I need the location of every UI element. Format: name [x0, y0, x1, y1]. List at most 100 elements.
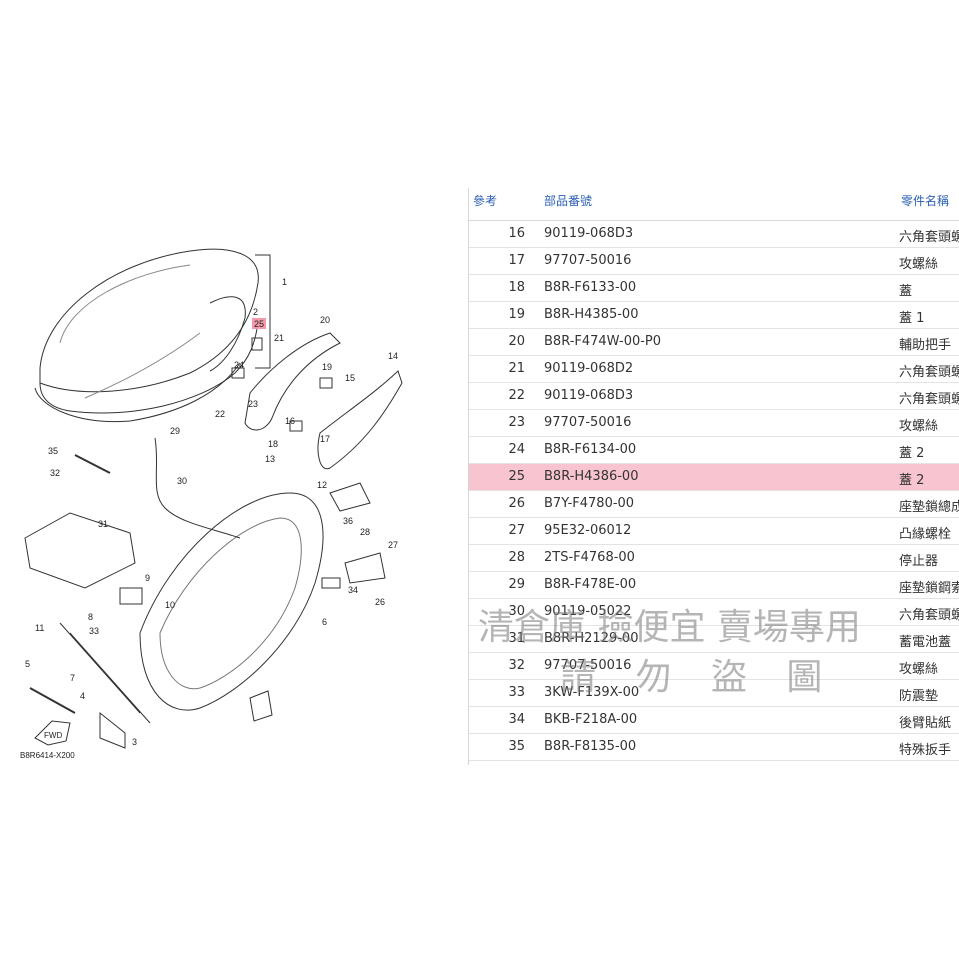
- row-part-number: 90119-068D3: [544, 388, 634, 403]
- row-part-name: 蓄電池蓋: [899, 635, 952, 650]
- callout-7: 7: [70, 673, 75, 683]
- row-part-number: B8R-F478E-00: [544, 577, 637, 592]
- row-ref: 20: [508, 334, 525, 349]
- row-ref: 29: [508, 577, 525, 592]
- callout-13: 13: [265, 454, 275, 464]
- row-ref: 16: [508, 226, 525, 241]
- row-part-number: 97707-50016: [544, 658, 632, 673]
- callout-14: 14: [388, 351, 398, 361]
- row-ref: 35: [508, 739, 525, 754]
- table-row[interactable]: 32 97707-50016 攻螺絲: [469, 653, 959, 680]
- row-ref: 33: [508, 685, 525, 700]
- table-row[interactable]: 35 B8R-F8135-00 特殊扳手: [469, 734, 959, 761]
- table-row[interactable]: 33 3KW-F139X-00 防震墊: [469, 680, 959, 707]
- callout-11: 11: [35, 623, 44, 633]
- row-part-name: 凸緣螺栓: [899, 527, 952, 542]
- row-part-name: 六角套頭螺: [899, 392, 959, 407]
- row-part-number: B8R-H2129-00: [544, 631, 639, 646]
- exploded-view-drawing: FWD 122521202423221915141718162935301312…: [20, 248, 403, 760]
- row-ref: 31: [508, 631, 525, 646]
- header-ref: 參考: [473, 194, 498, 208]
- table-row[interactable]: 34 BKB-F218A-00 後臂貼紙: [469, 707, 959, 734]
- callout-2: 2: [253, 307, 258, 317]
- row-ref: 34: [508, 712, 525, 727]
- callout-labels: 1225212024232219151417181629353013123231…: [25, 277, 398, 747]
- callout-4: 4: [80, 691, 85, 701]
- row-part-name: 後臂貼紙: [899, 716, 952, 731]
- row-ref: 23: [508, 415, 525, 430]
- fwd-arrow-icon: FWD: [34, 720, 71, 746]
- row-part-name: 座墊鎖總成: [899, 500, 959, 515]
- callout-23: 23: [248, 399, 258, 409]
- row-part-name: 攻螺絲: [899, 662, 939, 677]
- row-part-name: 六角套頭螺: [899, 230, 959, 245]
- table-row[interactable]: 31 B8R-H2129-00 蓄電池蓋: [469, 626, 959, 653]
- callout-25: 25: [254, 319, 264, 329]
- row-part-name: 攻螺絲: [899, 419, 939, 434]
- row-ref: 17: [508, 253, 525, 268]
- callout-27: 27: [388, 540, 398, 550]
- callout-19: 19: [322, 362, 332, 372]
- fwd-label: FWD: [44, 731, 62, 740]
- row-part-number: B8R-F8135-00: [544, 739, 637, 754]
- table-header: 參考 部品番號 零件名稱: [469, 188, 959, 221]
- storage-box-drawing: [139, 492, 324, 711]
- callout-16: 16: [285, 416, 295, 426]
- row-part-name: 攻螺絲: [899, 257, 939, 272]
- row-ref: 32: [508, 658, 525, 673]
- callout-3: 3: [132, 737, 137, 747]
- row-part-number: 3KW-F139X-00: [544, 685, 640, 700]
- header-part-number: 部品番號: [544, 194, 593, 208]
- callout-10: 10: [165, 600, 175, 610]
- row-part-name: 蓋 2: [899, 473, 925, 488]
- callout-26: 26: [375, 597, 385, 607]
- callout-17: 17: [320, 434, 330, 444]
- row-ref: 28: [508, 550, 525, 565]
- row-ref: 30: [508, 604, 525, 619]
- callout-12: 12: [317, 480, 327, 490]
- row-part-name: 輔助把手: [899, 338, 952, 353]
- table-row[interactable]: 29 B8R-F478E-00 座墊鎖鋼索: [469, 572, 959, 599]
- row-part-name: 蓋: [899, 284, 913, 299]
- diagram-code: B8R6414-X200: [20, 751, 75, 760]
- row-part-number: B8R-F6134-00: [544, 442, 637, 457]
- table-row[interactable]: 18 B8R-F6133-00 蓋: [469, 275, 959, 302]
- callout-32: 32: [50, 468, 60, 478]
- table-row[interactable]: 27 95E32-06012 凸緣螺栓: [469, 518, 959, 545]
- row-part-number: 95E32-06012: [544, 523, 632, 538]
- row-ref: 18: [508, 280, 525, 295]
- row-part-name: 防震墊: [899, 689, 939, 704]
- row-part-name: 特殊扳手: [899, 743, 952, 758]
- callout-28: 28: [360, 527, 370, 537]
- row-part-name: 六角套頭螺: [899, 608, 959, 623]
- callout-34: 34: [348, 585, 358, 595]
- row-part-name: 座墊鎖鋼索: [899, 581, 959, 596]
- row-part-name: 六角套頭螺: [899, 365, 959, 380]
- seat-drawing: [39, 248, 259, 393]
- row-ref: 25: [508, 469, 525, 484]
- grab-handle-drawing: [244, 332, 341, 431]
- row-part-number: BKB-F218A-00: [544, 712, 638, 727]
- callout-20: 20: [320, 315, 330, 325]
- row-ref: 27: [508, 523, 525, 538]
- row-part-number: 90119-068D2: [544, 361, 634, 376]
- row-part-name: 蓋 1: [899, 311, 925, 326]
- row-ref: 26: [508, 496, 525, 511]
- row-part-number: B8R-F6133-00: [544, 280, 637, 295]
- callout-22: 22: [215, 409, 225, 419]
